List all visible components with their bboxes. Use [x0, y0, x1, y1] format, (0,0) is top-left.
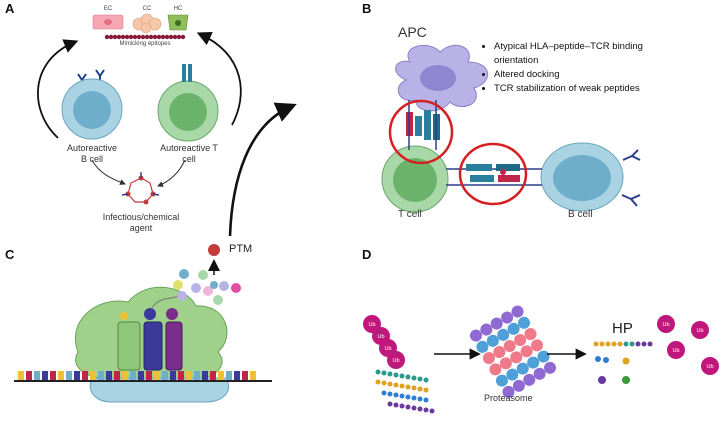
autoreactive-t-cell-label-1: Autoreactive T	[160, 143, 218, 153]
ribosome-base	[89, 377, 229, 403]
arrow-c-to-a	[228, 102, 297, 237]
nascent-peptide	[151, 269, 241, 309]
b-cell-label: B cell	[568, 209, 593, 220]
hp-peptide-fragments	[593, 341, 653, 384]
svg-text:Ub: Ub	[672, 348, 679, 354]
svg-text:Ub: Ub	[384, 346, 391, 352]
cc-label: CC	[142, 6, 152, 12]
bullet-atypical-binding: Atypical HLA–peptide–TCR binding	[494, 40, 721, 54]
ptm-dot	[208, 244, 220, 256]
protein-chains-left	[375, 369, 435, 414]
bullet-altered-docking: Altered docking	[494, 68, 721, 82]
svg-text:Ub: Ub	[377, 334, 384, 340]
hc-label: HC	[173, 6, 183, 12]
mimicking-epitopes-label: Mimicking epitopes	[119, 41, 171, 47]
bullet-atypical-binding-cont: orientation	[494, 55, 539, 66]
tcr-icon	[182, 64, 192, 82]
autoreactive-b-cell-label-2: B cell	[80, 154, 103, 164]
bullet-tcr-stabilization: TCR stabilization of weak peptides	[494, 82, 721, 96]
apc-label: APC	[398, 24, 427, 40]
t-cell-label: T cell	[398, 209, 422, 220]
panel-d-letter: D	[362, 247, 372, 262]
tcr-hla-complex	[406, 100, 440, 150]
svg-text:Ub: Ub	[392, 358, 399, 364]
mimicking-epitopes-chain	[104, 34, 186, 40]
arrow-right-up	[196, 32, 242, 126]
proteasome-label: Proteasome	[484, 393, 533, 403]
autoreactive-t-cell-label-2: cell	[182, 154, 196, 164]
panel-b-graphic	[381, 44, 641, 213]
panel-a-letter: A	[5, 1, 15, 16]
infectious-agent-label-2: agent	[129, 223, 153, 233]
ec-label: EC	[103, 6, 113, 12]
svg-text:Ub: Ub	[696, 328, 703, 334]
panel-b-letter: B	[362, 1, 372, 16]
svg-text:Ub: Ub	[368, 322, 375, 328]
mrna-bases	[18, 371, 256, 380]
infectious-agent-icon	[121, 172, 160, 205]
hp-label: HP	[612, 320, 633, 337]
mechanism-bullet-list: Atypical HLA–peptide–TCR binding orienta…	[480, 40, 721, 96]
svg-text:Ub: Ub	[662, 322, 669, 328]
proteasome-barrel	[469, 305, 557, 398]
panel-c-graphic	[14, 244, 272, 403]
free-ub	[657, 315, 719, 375]
ub-chain-left	[363, 315, 405, 369]
cc-cell-icon	[132, 13, 162, 34]
ring-apc-tcell	[388, 99, 454, 165]
infectious-agent-label-1: Infectious/chemical	[102, 212, 180, 222]
panel-a-graphic	[37, 13, 297, 237]
ring-tcell-bcell	[458, 142, 528, 206]
hc-cell-icon	[167, 14, 189, 31]
ptm-label: PTM	[229, 243, 253, 255]
arrow-left-up	[37, 39, 79, 139]
svg-text:Ub: Ub	[706, 364, 713, 370]
panel-c-letter: C	[5, 247, 15, 262]
autoreactive-b-cell-label-1: Autoreactive	[66, 143, 118, 153]
